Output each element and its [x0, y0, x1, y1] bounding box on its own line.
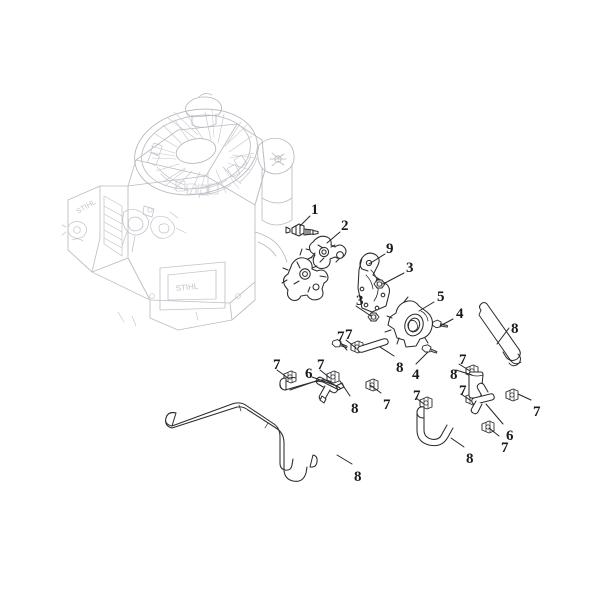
leader-line-hose-clamp-j [488, 427, 500, 437]
leader-line-spark-plug [299, 215, 311, 227]
callout-number-hose-lower-right[interactable]: 8 [466, 451, 474, 467]
leader-line-hose-clamp-c [276, 369, 289, 379]
svg-text:STIHL: STIHL [175, 282, 199, 293]
leader-line-hose-straight-stub [455, 369, 473, 376]
callout-number-hose-long-right[interactable]: 8 [511, 321, 519, 337]
leader-line-hose-clamp-g [460, 393, 471, 401]
callout-number-screw-lower[interactable]: 4 [412, 367, 420, 383]
callout-number-nut-upper[interactable]: 3 [406, 260, 414, 276]
leader-line-hose-clamp-i [517, 393, 532, 401]
callout-number-hose-clamp-c[interactable]: 7 [273, 357, 281, 373]
leader-line-hose-mid-curved [379, 346, 395, 357]
leader-line-hose-clamp-e [369, 384, 382, 394]
leader-line-nut-upper [382, 272, 405, 285]
leader-line-hose-clamp-a [345, 339, 357, 349]
leader-line-hose-clamp-h [415, 397, 425, 405]
part-spark-plug [285, 223, 319, 237]
leader-line-screw-upper [439, 318, 454, 327]
callout-number-hose-long-main[interactable]: 8 [354, 469, 362, 485]
part-hose-short-upper [279, 377, 341, 391]
leader-line-hose-clamp-b [339, 341, 348, 351]
leader-line-hose-clamp-d [319, 369, 331, 379]
leader-line-carburetor-assembly [326, 231, 341, 244]
callout-number-hose-clamp-j[interactable]: 7 [501, 440, 509, 456]
exploded-parts-layer [165, 223, 522, 482]
part-hose-lower-right [416, 406, 454, 447]
leader-line-t-connector-left [311, 376, 335, 386]
callout-leader-lines [276, 215, 532, 465]
callout-number-t-connector-left[interactable]: 6 [305, 366, 313, 382]
callout-number-hose-clamp-b[interactable]: 7 [337, 329, 345, 345]
leader-line-hose-short-upper [339, 380, 351, 397]
part-hose-stub-mid [357, 338, 389, 353]
leader-line-nut-lower [355, 305, 372, 317]
callout-number-hose-straight-stub[interactable]: 8 [450, 367, 458, 383]
callout-number-hose-short-upper[interactable]: 8 [351, 401, 359, 417]
callout-number-nut-lower[interactable]: 3 [356, 293, 364, 309]
part-carburetor-lower [281, 248, 329, 302]
leader-line-hose-long-right [496, 327, 510, 345]
callout-number-hose-clamp-h[interactable]: 7 [413, 388, 421, 404]
callout-number-screw-upper[interactable]: 4 [456, 306, 464, 322]
callout-number-mounting-bracket[interactable]: 9 [386, 241, 394, 257]
part-screw-upper [431, 318, 449, 331]
leader-line-t-connector-right [485, 403, 504, 425]
callout-number-hose-clamp-f[interactable]: 7 [459, 352, 467, 368]
callout-number-hose-mid-curved[interactable]: 8 [396, 360, 404, 376]
leader-line-screw-lower [415, 351, 429, 365]
callout-number-hose-clamp-a[interactable]: 7 [345, 327, 353, 343]
part-hose-long-right [478, 301, 522, 367]
part-tee-right [470, 382, 495, 415]
part-nut-lower [367, 312, 380, 322]
callout-number-t-connector-right[interactable]: 6 [506, 428, 514, 444]
callout-number-hose-clamp-i[interactable]: 7 [533, 404, 541, 420]
svg-text:STIHL: STIHL [75, 197, 98, 215]
callout-number-spark-plug[interactable]: 1 [311, 202, 319, 218]
part-fuel-pump [384, 296, 433, 348]
callout-number-hose-clamp-e[interactable]: 7 [383, 397, 391, 413]
callout-number-fuel-pump[interactable]: 5 [437, 289, 445, 305]
callout-number-hose-clamp-d[interactable]: 7 [317, 357, 325, 373]
leader-line-fuel-pump [418, 301, 435, 312]
leader-line-hose-long-main [336, 454, 353, 465]
part-screw-lower [420, 343, 439, 356]
leader-line-hose-clamp-f [458, 363, 471, 372]
engine-assembly: STIHL [61, 92, 295, 331]
part-hose-long-main [165, 402, 318, 482]
callout-number-hose-clamp-g[interactable]: 7 [459, 383, 467, 399]
leader-line-hose-lower-right [450, 437, 465, 448]
part-clamp-h [505, 388, 519, 402]
part-carburetor-upper [305, 235, 347, 270]
leader-line-mounting-bracket [368, 253, 386, 265]
callout-number-carburetor-assembly[interactable]: 2 [341, 218, 349, 234]
